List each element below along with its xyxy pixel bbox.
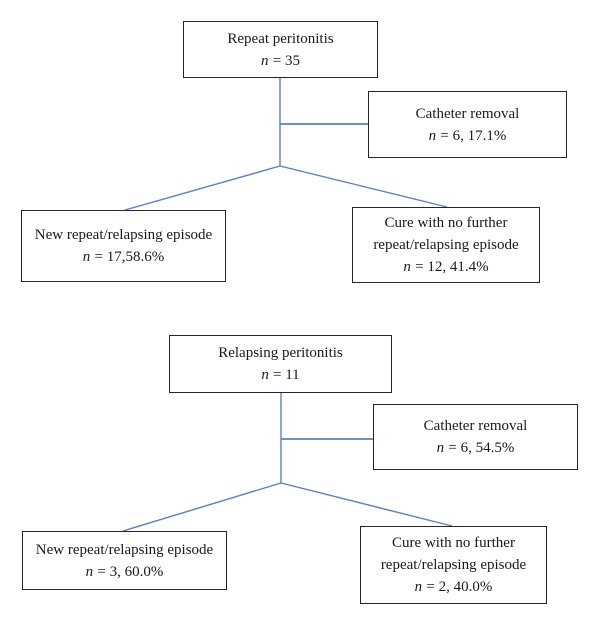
relapsing-new-episode-box: New repeat/relapsing episode n= 3, 60.0%	[22, 531, 227, 590]
box-title: New repeat/relapsing episode	[35, 541, 214, 558]
box-title: Catheter removal	[423, 418, 528, 434]
box-stat: n= 12, 41.4%	[403, 259, 489, 275]
relapsing-peritonitis-root-box: Relapsing peritonitis n= 11	[169, 335, 392, 393]
box-stat: n= 6, 17.1%	[428, 127, 507, 144]
box-stat: n= 3, 60.0%	[85, 563, 164, 580]
box-title: Relapsing peritonitis	[218, 345, 343, 361]
box-stat: n= 17,58.6%	[82, 249, 165, 265]
box-title: repeat/relapsing episode	[380, 557, 527, 573]
d1-right-diagonal-line	[279, 165, 448, 208]
box-title: Cure with no further	[384, 215, 508, 231]
box-stat: n= 35	[261, 52, 300, 69]
repeat-new-episode-box: New repeat/relapsing episode n= 17,58.6%	[21, 210, 226, 282]
box-stat: n= 2, 40.0%	[414, 579, 493, 595]
repeat-cure-box: Cure with no further repeat/relapsing ep…	[352, 207, 540, 283]
box-stat: n= 6, 54.5%	[436, 440, 515, 456]
box-title: Repeat peritonitis	[227, 30, 334, 47]
relapsing-catheter-removal-box: Catheter removal n= 6, 54.5%	[373, 404, 578, 470]
box-title: repeat/relapsing episode	[373, 237, 519, 253]
d2-left-diagonal-line	[122, 482, 282, 532]
box-title: Catheter removal	[415, 105, 520, 122]
box-stat: n= 11	[261, 367, 300, 383]
box-title: New repeat/relapsing episode	[34, 227, 213, 243]
d1-left-diagonal-line	[124, 165, 281, 211]
d2-right-diagonal-line	[280, 482, 453, 527]
relapsing-cure-box: Cure with no further repeat/relapsing ep…	[360, 526, 547, 604]
repeat-peritonitis-root-box: Repeat peritonitis n= 35	[183, 21, 378, 78]
box-title: Cure with no further	[392, 535, 515, 551]
repeat-catheter-removal-box: Catheter removal n= 6, 17.1%	[368, 91, 567, 158]
